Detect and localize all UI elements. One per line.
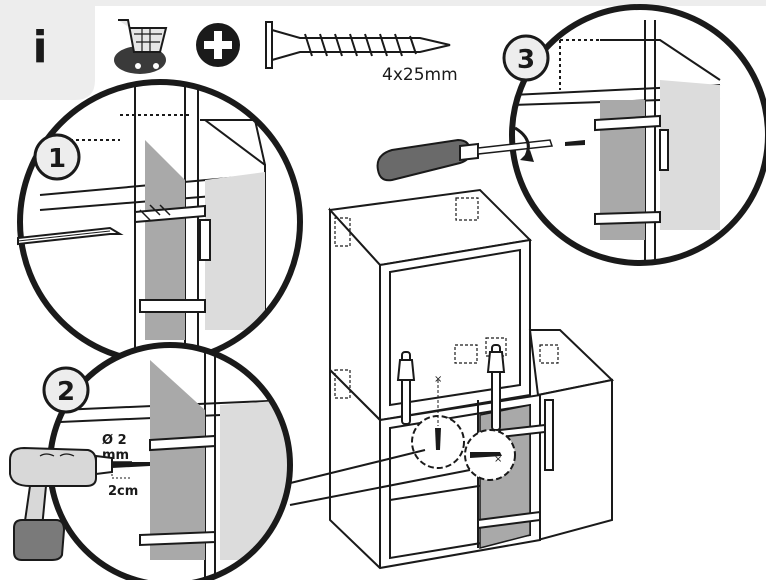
svg-text:×: × — [434, 374, 442, 385]
drill-diameter-label: Ø 2 — [102, 433, 127, 448]
detail-circle-3 — [509, 4, 766, 266]
screw-size-label: 4x25mm — [382, 65, 458, 85]
step-badge-3: 3 — [502, 34, 550, 82]
leader-line — [269, 449, 426, 489]
info-panel — [0, 0, 95, 100]
plus-icon — [196, 23, 240, 67]
cabinet-assembly — [327, 188, 615, 570]
screw-callouts: × × — [411, 374, 516, 481]
info-symbol: i — [32, 22, 47, 73]
svg-text:×: × — [494, 454, 502, 465]
screw-icon — [265, 21, 451, 69]
top-band — [95, 0, 766, 6]
drill-depth-label: 2cm — [108, 484, 138, 499]
clamp-icon — [396, 344, 546, 530]
svg-text:2: 2 — [57, 377, 75, 407]
pencil-icon — [17, 226, 124, 246]
detail-circle-1 — [17, 79, 303, 365]
shopping-cart-icon — [114, 19, 168, 74]
svg-text:3: 3 — [517, 45, 535, 75]
step-badge-1: 1 — [33, 133, 81, 181]
screwdriver-icon — [376, 126, 585, 182]
drill-icon — [9, 446, 150, 561]
detail-circle-2 — [47, 342, 293, 580]
leader-line — [289, 469, 471, 506]
svg-text:1: 1 — [48, 144, 66, 174]
step-badge-2: 2 — [42, 366, 90, 414]
